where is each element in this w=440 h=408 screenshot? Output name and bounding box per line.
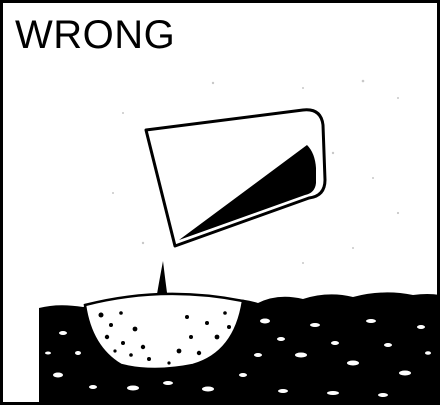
illustration: [3, 3, 440, 408]
tilted-container: [146, 110, 325, 246]
